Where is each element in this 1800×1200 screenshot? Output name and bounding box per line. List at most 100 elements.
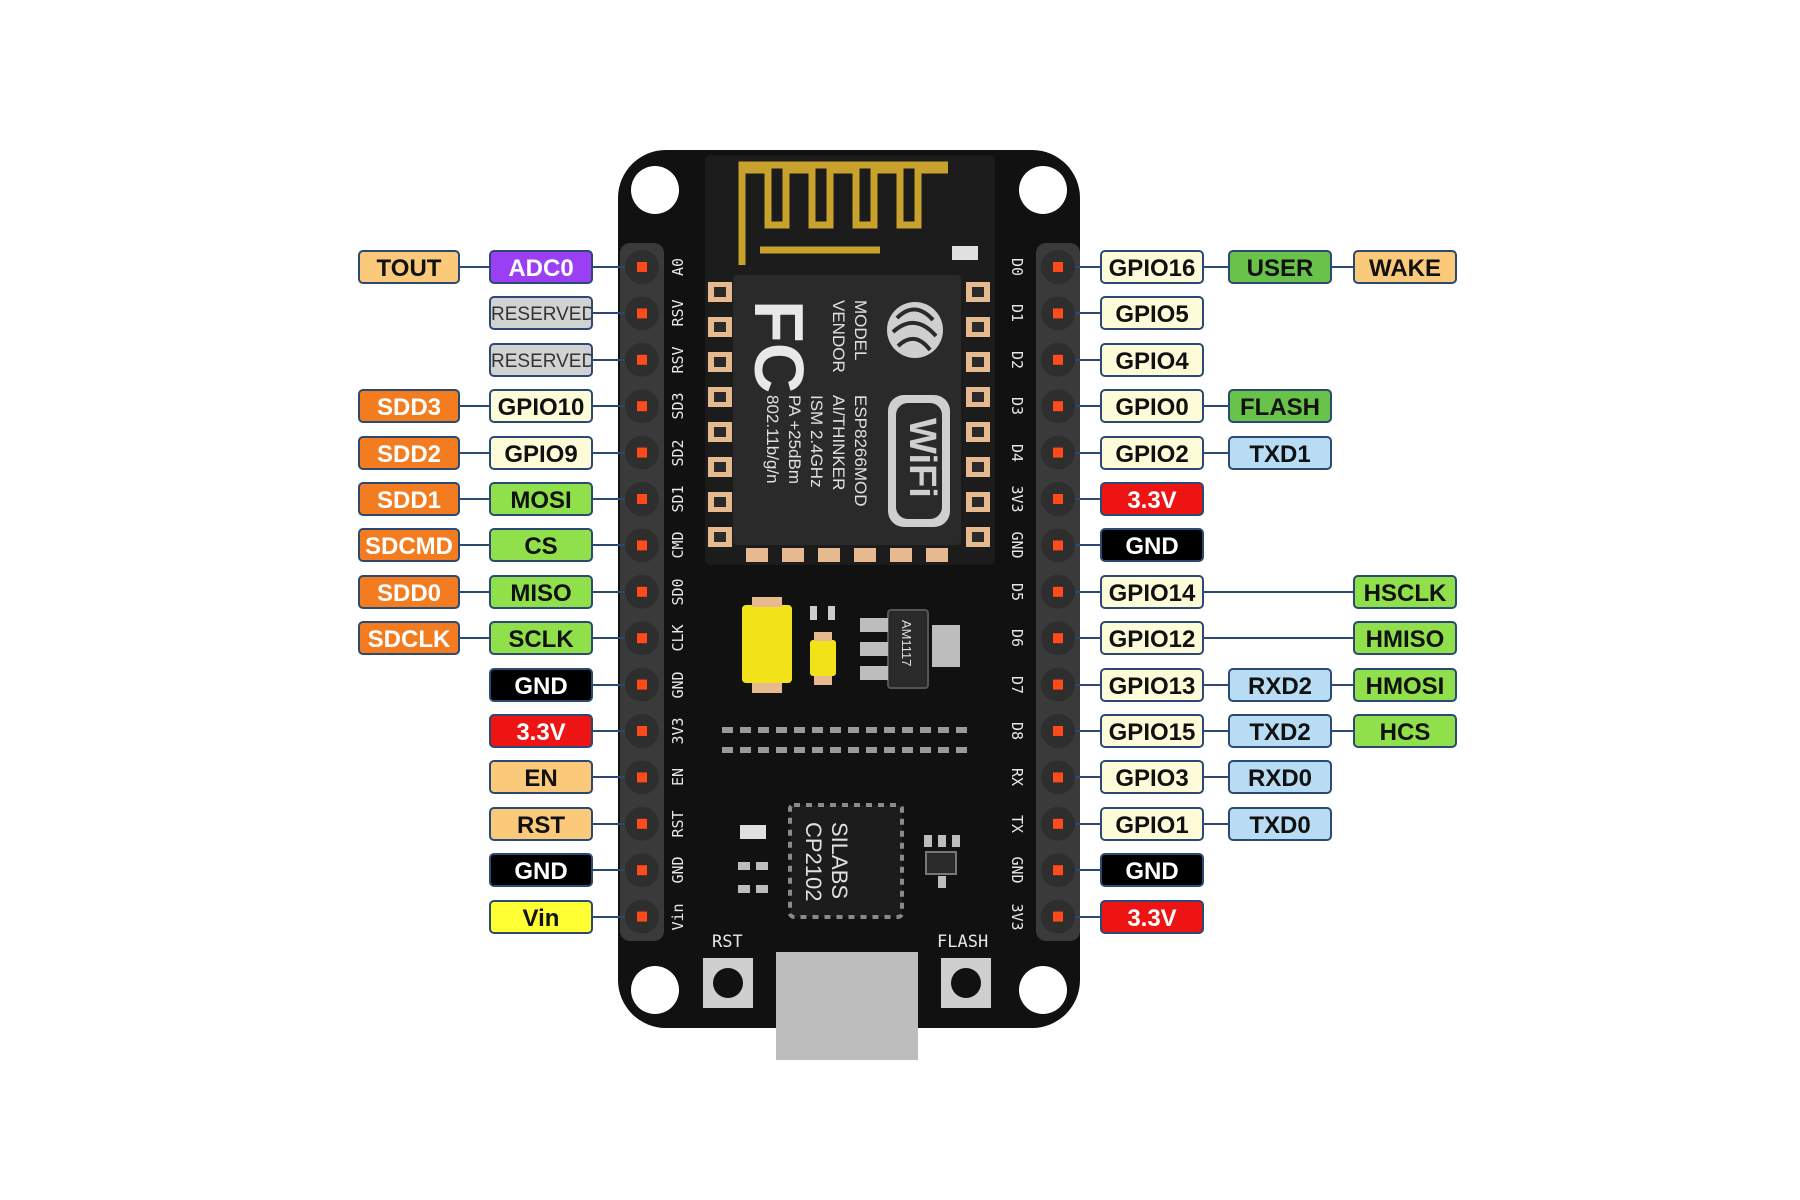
- smd-led: [740, 825, 766, 839]
- pin-label-sdd0: SDD0: [358, 574, 460, 609]
- pin-label-hmiso: HMISO: [1353, 621, 1457, 656]
- silkscreen-pin-name: D0: [1008, 257, 1026, 277]
- connector-line: [1204, 776, 1228, 779]
- rst-button-label: RST: [712, 932, 743, 952]
- silkscreen-pin-name: D6: [1008, 629, 1026, 648]
- pin-label-sclk: SCLK: [489, 621, 593, 656]
- smd-pad: [920, 747, 931, 753]
- pin-label-hmosi: HMOSI: [1353, 667, 1457, 702]
- pin-label-reserved: RESERVED: [489, 296, 593, 331]
- pin-label-sdd3: SDD3: [358, 389, 460, 424]
- pin-dot: [1053, 401, 1063, 412]
- connector-line: [1075, 544, 1100, 547]
- connector-line: [1075, 683, 1100, 686]
- pin-label-reserved: RESERVED: [489, 342, 593, 377]
- connector-line: [460, 544, 489, 547]
- pin-label-sdclk: SDCLK: [358, 621, 460, 656]
- pin-dot: [1053, 354, 1063, 365]
- pin-dot: [637, 586, 647, 597]
- smd-pad: [776, 747, 787, 753]
- module-line: PA +25dBm: [785, 395, 804, 484]
- pin-label-3-3v: 3.3V: [489, 714, 593, 748]
- pin-label-gpio4: GPIO4: [1100, 342, 1204, 377]
- pin-dot: [1053, 262, 1063, 272]
- pin-label-cs: CS: [489, 528, 593, 563]
- connector-line: [1204, 683, 1228, 686]
- pin-dot: [1053, 494, 1063, 504]
- connector-line: [460, 405, 489, 408]
- smd-pad: [758, 747, 769, 753]
- regulator-label: AM1117: [899, 620, 914, 667]
- smd-pad: [776, 727, 787, 733]
- antenna-trace: [738, 161, 948, 265]
- pin-label-gpio3: GPIO3: [1100, 760, 1204, 795]
- connector-line: [1075, 869, 1100, 872]
- module-pad: [890, 548, 912, 562]
- smd-pad: [902, 727, 913, 733]
- smd-pad: [848, 727, 859, 733]
- smd-pad: [938, 747, 949, 753]
- silkscreen-pin-name: GND: [1008, 856, 1026, 884]
- connector-line: [593, 358, 625, 361]
- smd-pad: [740, 747, 751, 753]
- pin-label-gpio5: GPIO5: [1100, 296, 1204, 331]
- pin-dot: [637, 865, 647, 876]
- pin-dot: [637, 447, 647, 458]
- pin-label-gnd: GND: [1100, 528, 1204, 563]
- small-capacitor: [810, 640, 836, 676]
- pin-label-gpio15: GPIO15: [1100, 714, 1204, 748]
- pin-label-sdcmd: SDCMD: [358, 528, 460, 563]
- pin-dot: [1053, 726, 1063, 736]
- module-marking: MODEL VENDOR ESP8266MOD AI/THINKER ISM 2…: [740, 300, 870, 507]
- pin-dots: [625, 250, 1075, 934]
- pin-label-3-3v: 3.3V: [1100, 899, 1204, 934]
- connector-line: [460, 637, 489, 640]
- smd-led: [952, 246, 978, 260]
- pin-dot: [1053, 818, 1063, 829]
- silkscreen-pin-name: D1: [1008, 304, 1026, 323]
- pin-label-sdd1: SDD1: [358, 482, 460, 516]
- mounting-hole: [631, 166, 679, 214]
- connector-line: [1204, 822, 1228, 825]
- pin-label-rxd0: RXD0: [1228, 760, 1332, 795]
- pin-label-mosi: MOSI: [489, 482, 593, 516]
- pin-dot: [637, 354, 647, 365]
- silkscreen-pin-name: RX: [1008, 768, 1026, 787]
- smd-pad-rows: [722, 727, 967, 753]
- smd-pad: [920, 727, 931, 733]
- connector-line: [593, 915, 625, 918]
- module-pad: [746, 548, 768, 562]
- silkscreen-pin-name: 3V3: [1008, 903, 1026, 931]
- connector-line: [1204, 405, 1228, 408]
- smd-pad: [740, 727, 751, 733]
- pin-label-rxd2: RXD2: [1228, 667, 1332, 702]
- silkscreen-pin-name: 3V3: [1008, 485, 1026, 513]
- tantalum-capacitor: [742, 605, 792, 683]
- connector-line: [593, 730, 625, 732]
- smd-pad: [884, 747, 895, 753]
- usb-chip-line2: CP2102: [801, 822, 826, 902]
- right-pin-row: GPIO5 D1: [0, 293, 1800, 333]
- module-pads: [708, 282, 990, 562]
- connector-line: [593, 544, 625, 547]
- connector-line: [593, 590, 625, 593]
- pin-label-en: EN: [489, 760, 593, 795]
- connector-line: [1332, 266, 1353, 268]
- pin-label-gpio1: GPIO1: [1100, 806, 1204, 841]
- connector-line: [593, 776, 625, 779]
- connector-line: [1075, 915, 1100, 918]
- smd-pad: [830, 747, 841, 753]
- silkscreen-pin-name: D8: [1008, 721, 1026, 741]
- module-line: MODEL: [851, 300, 870, 360]
- connector-line: [1075, 451, 1100, 454]
- pin-label-hsclk: HSCLK: [1353, 574, 1457, 609]
